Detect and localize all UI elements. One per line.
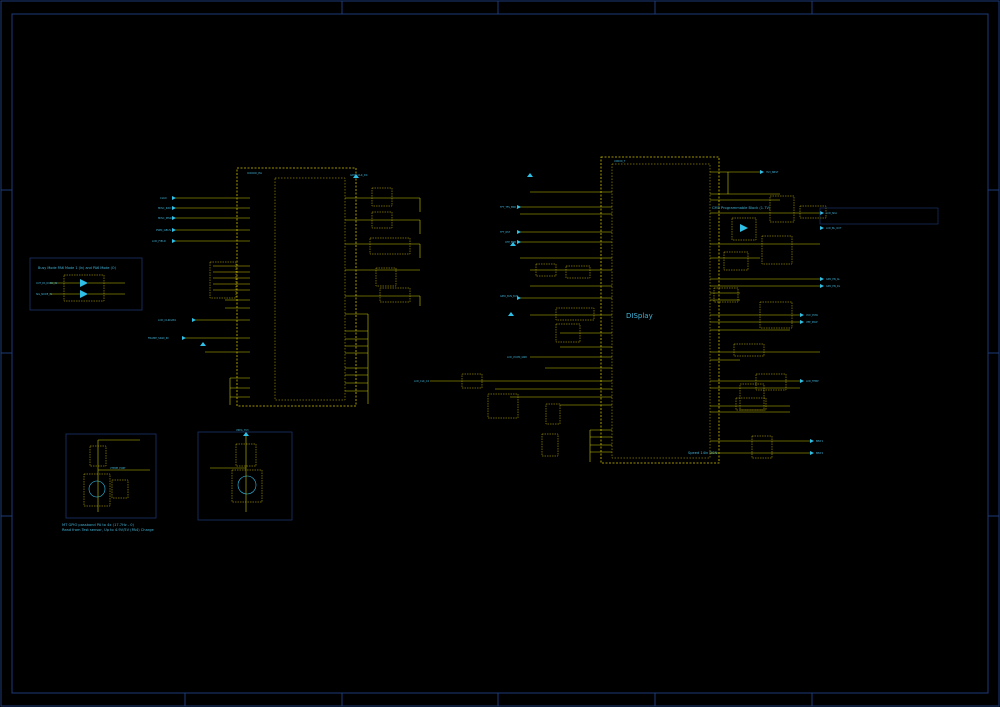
svg-text:LCD_BL_OUT: LCD_BL_OUT [826, 227, 842, 230]
display-chip-footer: Speed 14in DSN [688, 451, 717, 455]
display-chip-label: DISplay [626, 312, 653, 320]
svg-text:FRAME_SIGN_IN: FRAME_SIGN_IN [148, 336, 169, 340]
svg-text:TFT_TFS_END_IN: TFT_TFS_END_IN [500, 206, 520, 209]
svg-text:U0000_T: U0000_T [614, 159, 626, 163]
display-left-arrows [508, 173, 533, 316]
svg-text:3V3_NRST: 3V3_NRST [766, 171, 779, 174]
svg-text:BELT2: BELT2 [816, 452, 824, 455]
svg-text:OTP_ENB: OTP_ENB [505, 241, 516, 244]
u1-top-label: GPIO_CLK_D4 [350, 173, 368, 177]
svg-text:LCD_FIELD: LCD_FIELD [152, 239, 166, 243]
svg-text:CLK0: CLK0 [160, 196, 167, 200]
display-right-components[interactable] [713, 195, 827, 459]
svg-text:MISC_RXD: MISC_RXD [158, 206, 171, 210]
opamp-box-title: Busy Mode PA6 Mode 1 (In) and PA6 Mode (… [38, 266, 117, 270]
svg-text:LCD_SDA: LCD_SDA [826, 212, 837, 215]
sheet-inner-border [11, 13, 989, 694]
svg-text:VREG_3V3: VREG_3V3 [236, 429, 249, 432]
svg-text:GPO_EN_DL: GPO_EN_DL [826, 285, 841, 288]
chip-u1[interactable]: U0000_PA [236, 167, 357, 407]
svg-text:LCD_TEMP: LCD_TEMP [806, 380, 819, 383]
svg-text:LCD_CLK_C4: LCD_CLK_C4 [414, 380, 429, 383]
top-right-note: CM3 Programmable Block (1.7V) [712, 206, 771, 210]
opamp-box[interactable]: Busy Mode PA6 Mode 1 (In) and PA6 Mode (… [29, 257, 143, 311]
display-left-pins [430, 191, 612, 462]
svg-text:GPIO_BUS_BUS: GPIO_BUS_BUS [500, 295, 519, 298]
svg-text:LCD_VCOM_GND: LCD_VCOM_GND [507, 356, 527, 359]
svg-text:BELT1: BELT1 [816, 440, 824, 443]
svg-text:VEE_POW: VEE_POW [806, 321, 818, 324]
u1-right-components[interactable] [369, 187, 411, 303]
display-right-opamp [740, 224, 748, 232]
circuit-thermistor-1[interactable]: VTEMP_PORT [65, 433, 157, 519]
circuit-thermistor-2[interactable]: VREG_3V3 [197, 429, 293, 521]
bottom-left-note-1: MT GPIO passband PA to 4x (17.7Hz - 0) [62, 523, 135, 527]
resistor-array-u1[interactable] [209, 261, 250, 299]
svg-text:OUT_PA_ROBO_IN: OUT_PA_ROBO_IN [36, 282, 57, 285]
u1-header: U0000_PA [247, 171, 263, 175]
display-right-labels: 3V3_NRST LCD_SDA LCD_BL_OUT GPO_EN_AL GPO_… [766, 171, 842, 455]
u1-right-arrows [353, 174, 359, 178]
svg-text:MISC_MSSC: MISC_MSSC [158, 216, 173, 220]
svg-text:VTEMP_PORT: VTEMP_PORT [110, 467, 126, 470]
display-left-labels: TFT_TFS_END_IN TFT_RST OTP_ENB GPIO_BUS_BU… [414, 206, 527, 383]
bottom-left-note-2: Read from Test sensor, Up to 4.9V/5V (PA… [62, 528, 154, 532]
u1-right-pins [345, 197, 421, 404]
top-right-note-box [819, 207, 939, 225]
chip-display[interactable]: DISplay Speed 14in DSN U0000_T [600, 156, 720, 464]
u1-left-pins [175, 197, 250, 405]
display-left-components[interactable] [461, 263, 595, 457]
svg-text:GPO_EN_AL: GPO_EN_AL [826, 278, 841, 281]
u1-left-arrows [172, 196, 206, 346]
svg-text:TFT_RST: TFT_RST [500, 231, 511, 234]
svg-text:VCC_POW: VCC_POW [806, 314, 818, 317]
display-right-pins [710, 171, 820, 454]
svg-text:PWM_GBUS: PWM_GBUS [156, 228, 171, 232]
display-right-arrows [760, 170, 824, 455]
svg-text:SIG_NODE_IN: SIG_NODE_IN [36, 293, 52, 296]
svg-text:LCD_CLKDATA: LCD_CLKDATA [158, 318, 176, 322]
